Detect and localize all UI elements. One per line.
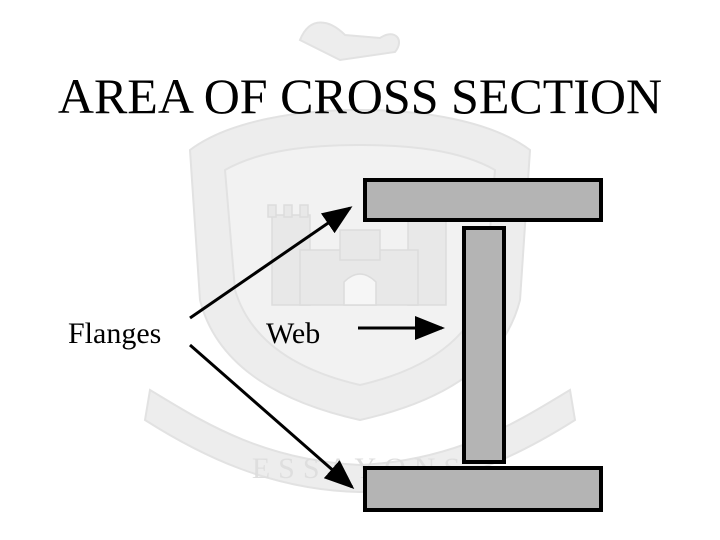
slide-title: AREA OF CROSS SECTION — [57, 68, 663, 124]
web-plate — [462, 226, 506, 464]
web-label: Web — [266, 317, 321, 350]
top-flange — [363, 178, 603, 222]
bottom-flange — [363, 466, 603, 512]
flanges-arrow-top — [189, 206, 353, 320]
flanges-arrow-bottom — [189, 343, 355, 489]
lamp-icon — [298, 21, 400, 62]
flanges-label: Flanges — [68, 317, 162, 350]
castle-icon — [267, 204, 451, 306]
